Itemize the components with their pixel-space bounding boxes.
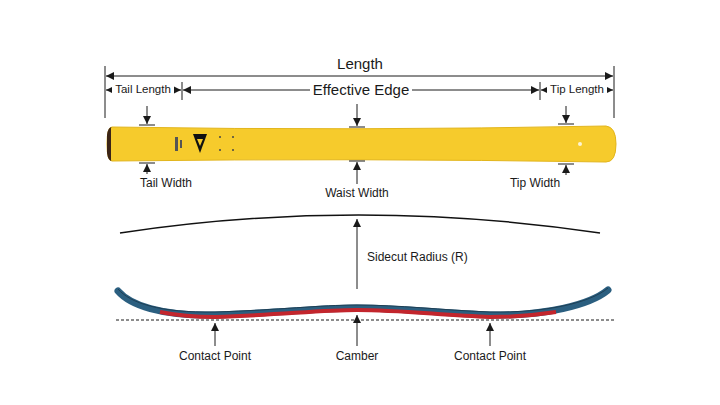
ski-side-profile xyxy=(116,288,614,320)
sidecut-curve xyxy=(120,215,600,289)
sidecut-radius-label: Sidecut Radius (R) xyxy=(367,251,468,265)
contact-point-label: Contact Point xyxy=(454,350,526,364)
tip-length-label: Tip Length xyxy=(547,83,607,96)
dimension-lines xyxy=(105,66,614,118)
tail-length-label: Tail Length xyxy=(112,83,174,96)
tip-width-label: Tip Width xyxy=(510,177,560,191)
waist-width-label: Waist Width xyxy=(325,187,389,201)
effective-edge-label: Effective Edge xyxy=(310,81,412,98)
ski-top-view xyxy=(107,126,616,162)
contact-point-label: Contact Point xyxy=(179,350,251,364)
overall-length-label: Length xyxy=(337,55,383,72)
tail-width-label: Tail Width xyxy=(140,177,192,191)
width-markers xyxy=(139,104,574,184)
camber-label: Camber xyxy=(336,350,379,364)
profile-pointers xyxy=(215,315,490,346)
